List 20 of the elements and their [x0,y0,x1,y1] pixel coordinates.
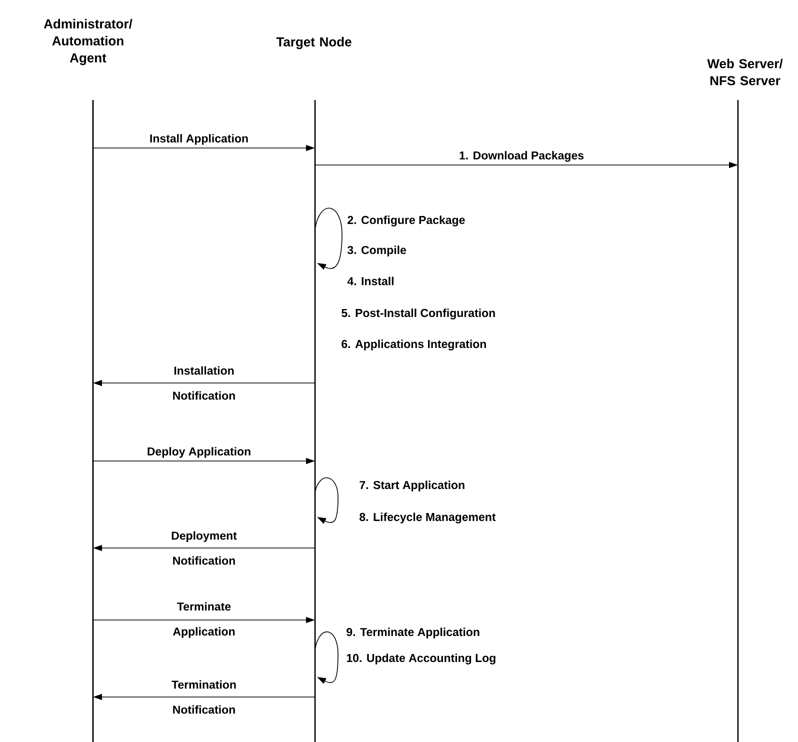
step-label: 10. Update Accounting Log [346,654,496,664]
edge-label: Install Application [150,134,248,145]
edge-label: Termination Notification [172,680,236,714]
step-label: 5. Post-Install Configuration [342,308,495,320]
edge-label: Terminate Application [172,602,235,638]
loop-arrow [314,632,338,684]
participant-label: Target Node [276,36,352,50]
participant-label: Web Server/ NFS Server [707,58,783,86]
step-label: 9. Terminate Application [346,628,480,638]
edge-label: Installation Notification [173,366,235,400]
edge-label: Deployment Notification [172,531,237,565]
step-label: 4. Install [347,276,394,286]
step-label: 6. Applications Integration [342,340,486,350]
loop-arrow [314,477,338,524]
edge-label: Deploy Application [148,447,250,458]
step-label: 3. Compile [347,246,406,256]
loop-arrow [314,208,342,270]
step-label: 2. Configure Package [348,216,465,226]
edge-label: 1. Download Packages [460,151,584,162]
participant-label: Administrator/ Automation Agent [44,18,132,66]
